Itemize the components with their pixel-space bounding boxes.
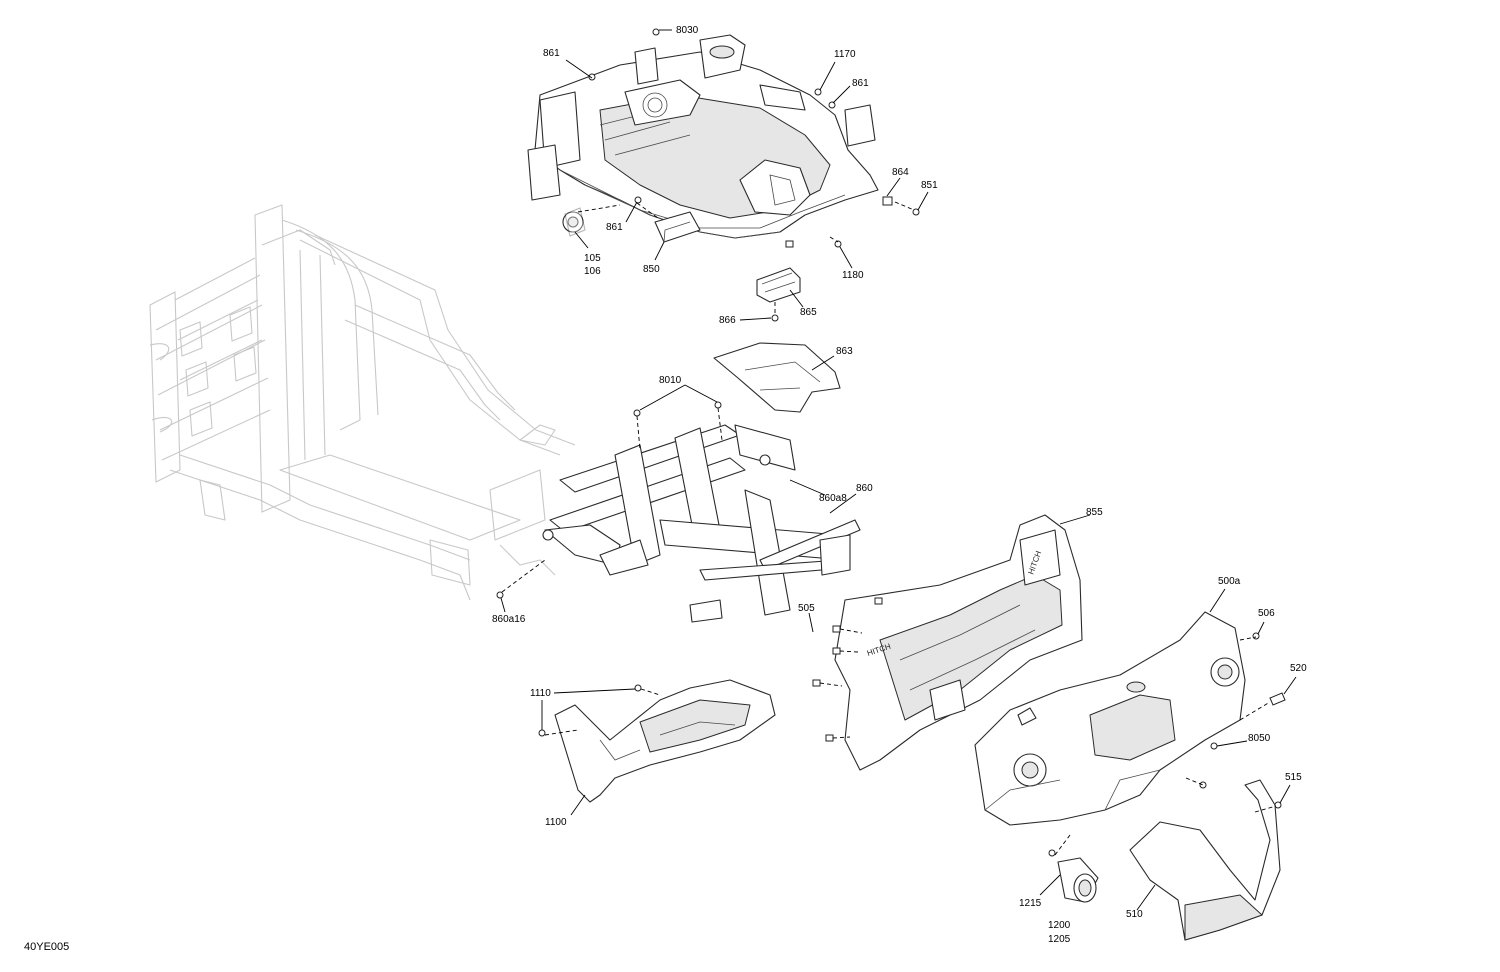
callout-863: 863 [836, 346, 853, 357]
callout-851: 851 [921, 180, 938, 191]
callout-865: 865 [800, 307, 817, 318]
callout-860a16: 860a16 [492, 614, 526, 625]
vehicle-frame-background [149, 204, 576, 601]
callout-1200: 1200 [1048, 920, 1071, 931]
hitch-support-855 [812, 514, 1083, 771]
skid-plate-863 [713, 342, 841, 413]
callout-860: 860 [856, 483, 873, 494]
callout-8030: 8030 [676, 25, 699, 36]
callout-1180: 1180 [842, 270, 864, 281]
callout-520: 520 [1290, 663, 1307, 674]
callout-860a8: 860a8 [819, 493, 847, 504]
callout-106: 106 [584, 266, 601, 277]
hitch-frame-860 [496, 401, 861, 623]
callout-861-bottom: 861 [606, 222, 623, 233]
callout-855: 855 [1086, 507, 1103, 518]
callout-861-right: 861 [852, 78, 869, 89]
end-cap-510 [1129, 779, 1281, 941]
callout-864: 864 [892, 167, 909, 178]
callout-515: 515 [1285, 772, 1302, 783]
callout-866: 866 [719, 315, 736, 326]
callout-1205: 1205 [1048, 934, 1071, 945]
callout-500a: 500a [1218, 576, 1241, 587]
under-guard-1100 [538, 679, 776, 803]
callout-850: 850 [643, 264, 660, 275]
callout-105: 105 [584, 253, 601, 264]
callout-1100: 1100 [545, 817, 567, 828]
leader-lines [500, 29, 1297, 911]
callout-506: 506 [1258, 608, 1275, 619]
callout-861-top-left: 861 [543, 48, 560, 59]
rear-rack-assembly [527, 28, 920, 248]
callout-1215: 1215 [1019, 898, 1042, 909]
receptacle-1200 [1048, 849, 1099, 903]
callout-1110: 1110 [530, 688, 551, 699]
callout-8010: 8010 [659, 375, 682, 386]
callout-510: 510 [1126, 909, 1143, 920]
bracket-865-group [756, 267, 801, 322]
callout-505: 505 [798, 603, 815, 614]
callout-8050: 8050 [1248, 733, 1271, 744]
callout-1170: 1170 [834, 49, 856, 60]
diagram-reference-code: 40YE005 [24, 941, 70, 953]
